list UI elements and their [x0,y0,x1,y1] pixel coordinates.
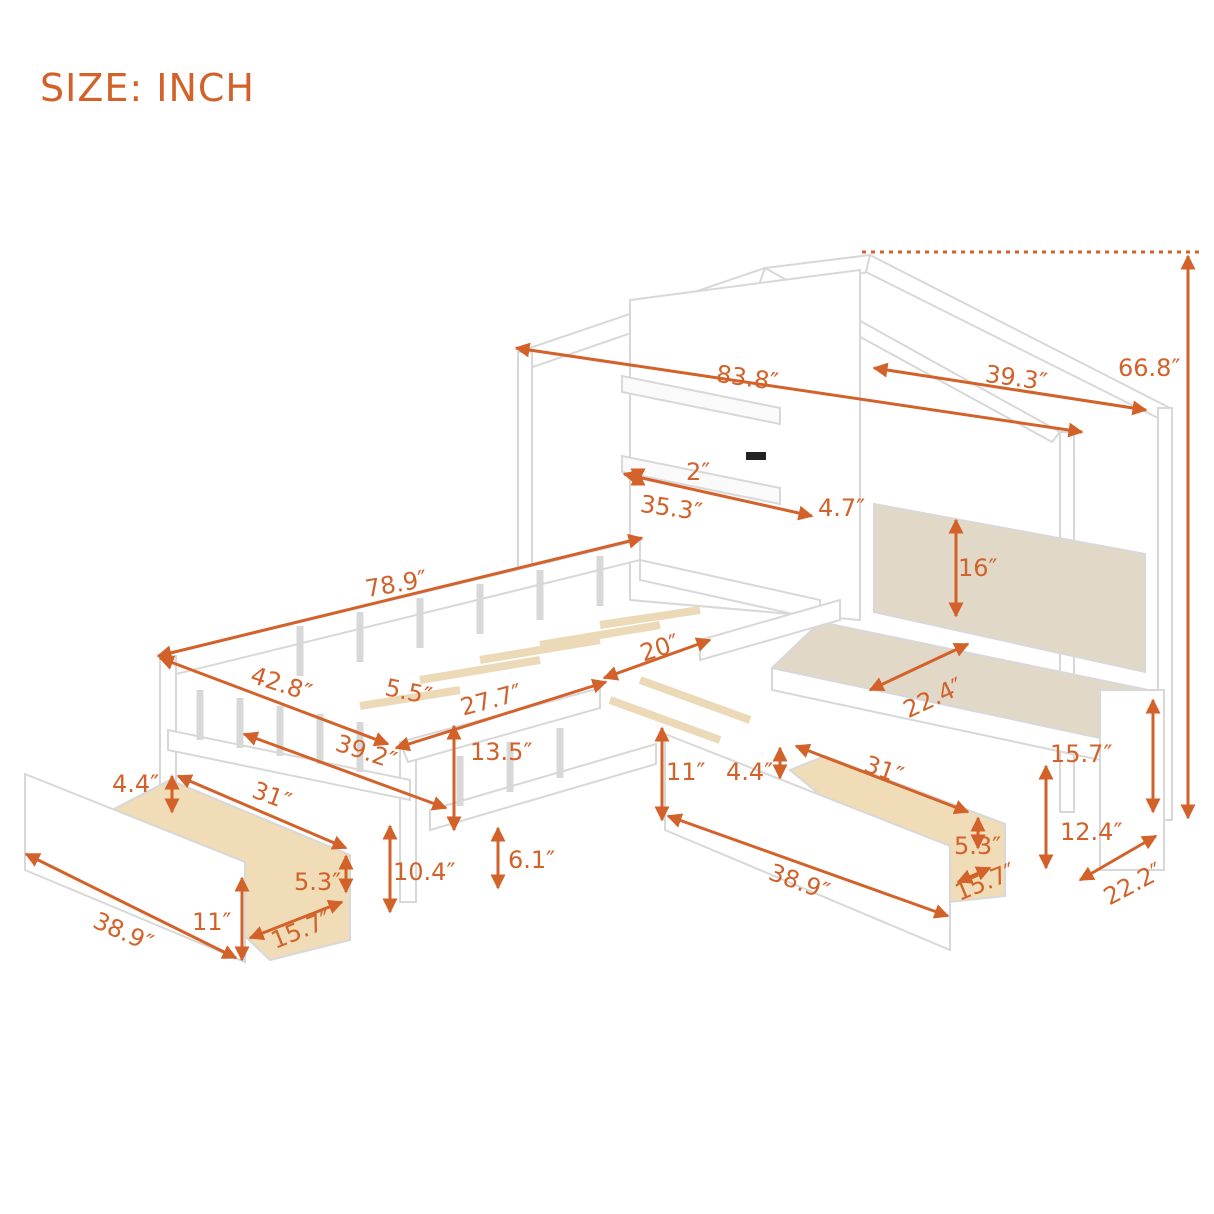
dim-shelf-height: 2″ [686,458,711,486]
dim-drawer-left-depth-inner: 4.4″ [112,770,160,798]
dim-drawer-right-height-inner: 5.3″ [954,832,1002,860]
dim-bed-clearance-right: 11″ [666,758,706,786]
dim-seat-side-height: 15.7″ [1050,740,1113,768]
dim-floor-clearance: 10.4″ [393,858,456,886]
dimension-lines [24,250,1200,962]
dim-drawer-left-height: 11″ [192,908,232,936]
dim-backrest-height: 16″ [958,554,998,582]
dim-total-height: 66.8″ [1118,354,1181,382]
dim-shelf-depth: 4.7″ [818,494,866,522]
size-unit-title: SIZE: INCH [40,66,255,110]
dim-leg-height: 12.4″ [1060,818,1123,846]
dim-drawer-left-height-inner: 5.3″ [294,868,342,896]
dim-floor-rail-gap: 6.1″ [508,846,556,874]
dim-drawer-right-depth-inner: 4.4″ [726,758,774,786]
dim-rail-height: 13.5″ [470,738,533,766]
